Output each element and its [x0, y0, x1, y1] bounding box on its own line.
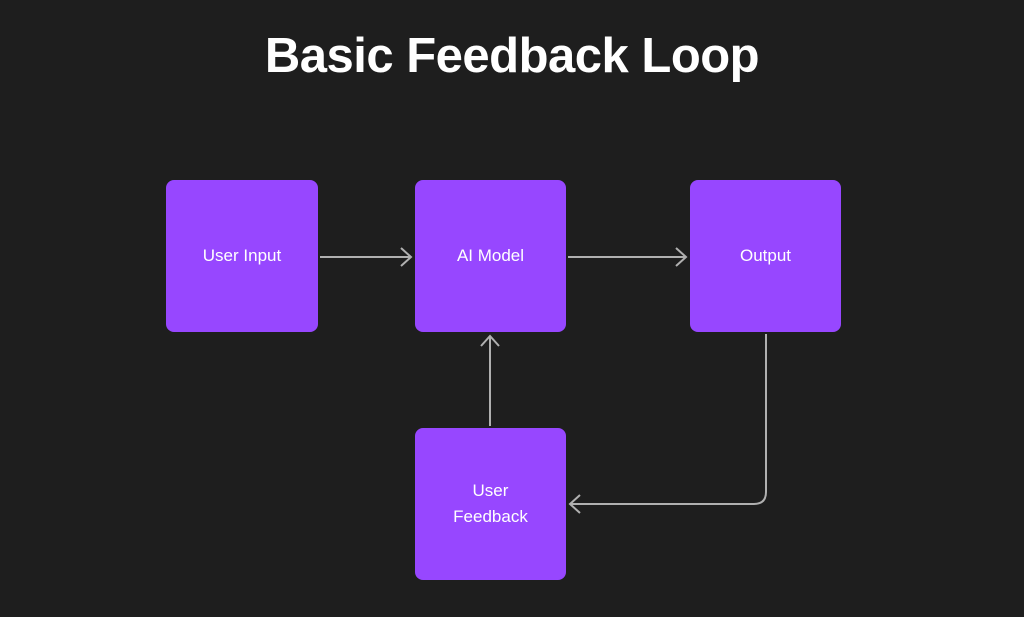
node-output-label: Output [739, 245, 792, 265]
edge-user-feedback-to-ai-model [480, 334, 500, 426]
page-title: Basic Feedback Loop [264, 29, 760, 83]
node-ai-model[interactable]: AI Model [415, 180, 566, 332]
node-user-input[interactable]: User Input [166, 180, 318, 332]
edge-user-input-to-ai-model [320, 247, 413, 267]
node-ai-model-label: AI Model [456, 245, 525, 265]
edge-ai-model-to-output [568, 247, 688, 267]
node-user-input-label: User Input [202, 245, 282, 265]
edge-output-to-user-feedback [568, 334, 767, 514]
node-output[interactable]: Output [690, 180, 841, 332]
node-user-feedback[interactable]: User Feedback [415, 428, 566, 580]
node-user-feedback-label: User Feedback [453, 480, 528, 526]
